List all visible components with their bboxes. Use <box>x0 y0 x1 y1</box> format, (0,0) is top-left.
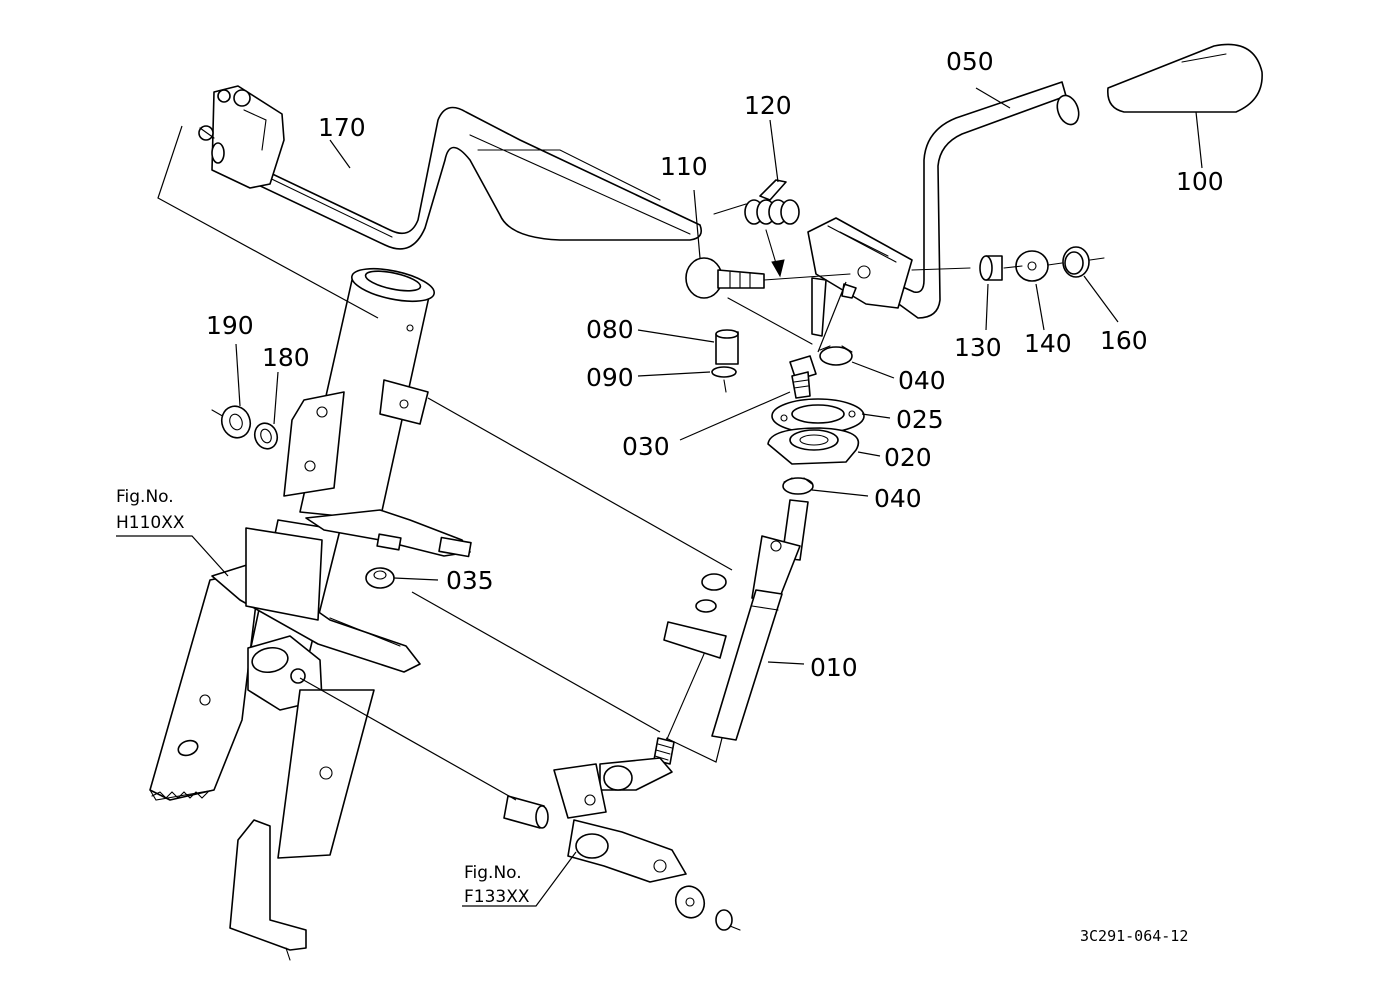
label-130: 130 <box>954 333 1002 362</box>
part-140-washer <box>1003 250 1049 282</box>
lower-linkage-assembly <box>503 573 741 931</box>
part-030-bolt <box>789 355 817 399</box>
part-035-nut <box>365 567 395 589</box>
label-140: 140 <box>1024 329 1072 358</box>
part-180-spring-washer <box>253 422 279 450</box>
part-110-pin <box>685 257 851 299</box>
label-170: 170 <box>318 113 366 142</box>
column-frame-assembly <box>149 267 472 961</box>
part-170-guard-bar <box>198 85 703 250</box>
part-160-lock-nut <box>1047 246 1105 278</box>
label-010: 010 <box>810 653 858 682</box>
part-090-washer <box>711 366 737 393</box>
part-040-snap-ring-upper <box>819 345 853 366</box>
part-040-snap-ring-lower <box>782 477 814 495</box>
part-080-collar <box>715 297 813 365</box>
part-025-gasket <box>771 398 865 434</box>
assembly-lines <box>157 125 847 801</box>
label-180: 180 <box>262 343 310 372</box>
part-010-shaft <box>711 499 809 741</box>
ref-h110-line1: Fig.No. <box>116 487 174 507</box>
label-020: 020 <box>884 443 932 472</box>
label-120: 120 <box>744 91 792 120</box>
figure-reference-f133: Fig.No. F133XX <box>464 863 530 907</box>
label-040-lower: 040 <box>874 484 922 513</box>
leader-lines <box>116 87 1203 907</box>
label-080: 080 <box>586 315 634 344</box>
part-labels: 170 050 100 120 110 130 140 160 080 090 … <box>206 47 1224 682</box>
drawing-code: 3C291-064-12 <box>1080 927 1188 945</box>
label-035: 035 <box>446 566 494 595</box>
part-050-shift-lever <box>807 81 1080 337</box>
label-190: 190 <box>206 311 254 340</box>
label-160: 160 <box>1100 326 1148 355</box>
label-040-upper: 040 <box>898 366 946 395</box>
label-025: 025 <box>896 405 944 434</box>
label-090: 090 <box>586 363 634 392</box>
label-030: 030 <box>622 432 670 461</box>
figure-reference-h110: Fig.No. H110XX <box>116 487 185 533</box>
part-190-nut <box>211 405 252 439</box>
label-110: 110 <box>660 152 708 181</box>
part-130-bushing <box>911 255 1003 281</box>
part-020-holder <box>767 427 860 465</box>
part-100-knob <box>1107 43 1263 113</box>
ref-h110-line2: H110XX <box>116 513 185 533</box>
label-050: 050 <box>946 47 994 76</box>
ref-f133-line2: F133XX <box>464 887 530 907</box>
part-120-spring <box>713 179 800 278</box>
label-100: 100 <box>1176 167 1224 196</box>
ref-f133-line1: Fig.No. <box>464 863 522 883</box>
